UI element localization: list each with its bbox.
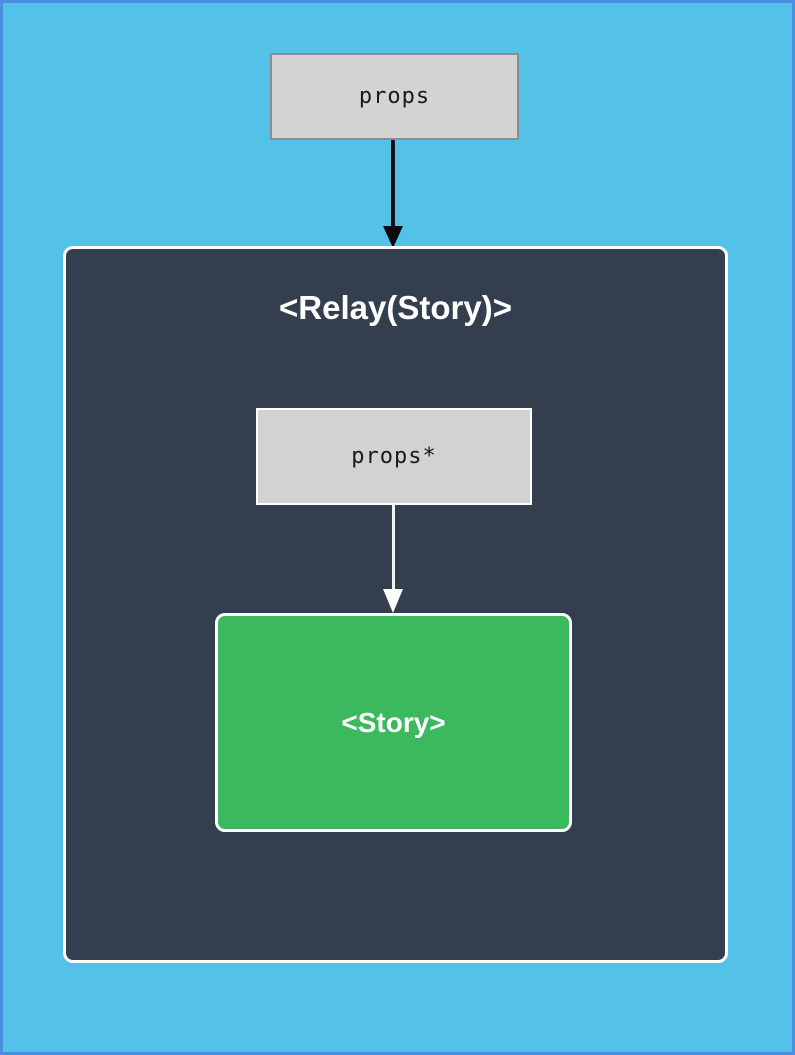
inner-props-label: props* [351, 444, 437, 469]
arrow-down-props-to-relay-icon [382, 140, 404, 248]
arrow-down-props-to-story-icon [382, 505, 404, 613]
story-box: <Story> [215, 613, 572, 832]
arrow-shaft [391, 140, 395, 226]
story-label: <Story> [341, 706, 446, 738]
relay-container-title: <Relay(Story)> [279, 289, 512, 326]
arrow-shaft [391, 505, 395, 589]
arrow-head-icon [383, 226, 403, 248]
arrow-head-icon [383, 589, 403, 613]
inner-props-box: props* [256, 408, 532, 505]
props-box: props [270, 53, 519, 140]
props-label: props [358, 84, 431, 109]
